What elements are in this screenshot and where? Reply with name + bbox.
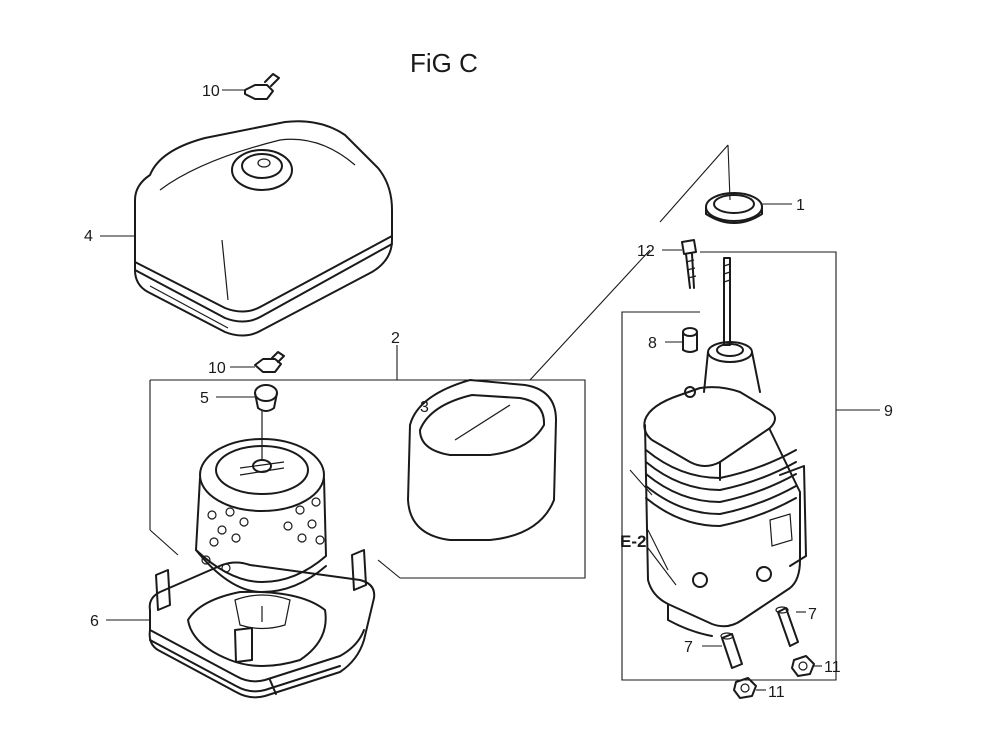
assembly-2-bracket <box>149 345 586 579</box>
callout-5: 5 <box>200 390 209 407</box>
part-3-foam-filter[interactable] <box>407 379 557 541</box>
callout-9: 9 <box>884 403 893 420</box>
leader-12-link <box>529 249 651 381</box>
part-6-air-cleaner-base[interactable] <box>106 549 376 699</box>
part-2-filter-element[interactable] <box>195 410 327 593</box>
callout-e2: E-2 <box>620 532 646 551</box>
part-1-seal-ring[interactable] <box>705 192 792 224</box>
callout-6: 6 <box>90 613 99 630</box>
part-10-bolt-top[interactable] <box>222 73 280 100</box>
part-10-bolt-mid[interactable] <box>230 351 285 373</box>
part-7-tube-left[interactable] <box>702 632 743 669</box>
callout-3: 3 <box>420 399 429 416</box>
part-5-wing-nut[interactable] <box>216 384 278 412</box>
callout-10-top: 10 <box>202 83 220 100</box>
callout-1: 1 <box>796 197 805 214</box>
callout-11-right: 11 <box>824 659 841 676</box>
stud <box>723 257 731 346</box>
callout-11-left: 11 <box>768 684 785 701</box>
right-assembly-guides <box>621 144 880 681</box>
callout-8: 8 <box>648 335 657 352</box>
callout-7-left: 7 <box>684 639 693 656</box>
part-7-tube-right[interactable] <box>775 606 806 647</box>
part-11-nut-left[interactable] <box>733 677 766 699</box>
callout-7-right: 7 <box>808 606 817 623</box>
part-12-screw[interactable] <box>662 239 697 289</box>
part-9-air-cleaner-case[interactable] <box>643 341 807 637</box>
callout-12: 12 <box>637 243 655 260</box>
ref-e2-arrows <box>629 469 677 586</box>
part-8-collar[interactable] <box>665 327 698 353</box>
callout-4: 4 <box>84 228 93 245</box>
callout-2: 2 <box>391 330 400 347</box>
callout-10-mid: 10 <box>208 360 226 377</box>
part-4-air-cleaner-cover[interactable] <box>100 120 393 337</box>
figure-title: FiG C <box>410 48 478 78</box>
part-11-nut-right[interactable] <box>791 655 822 677</box>
